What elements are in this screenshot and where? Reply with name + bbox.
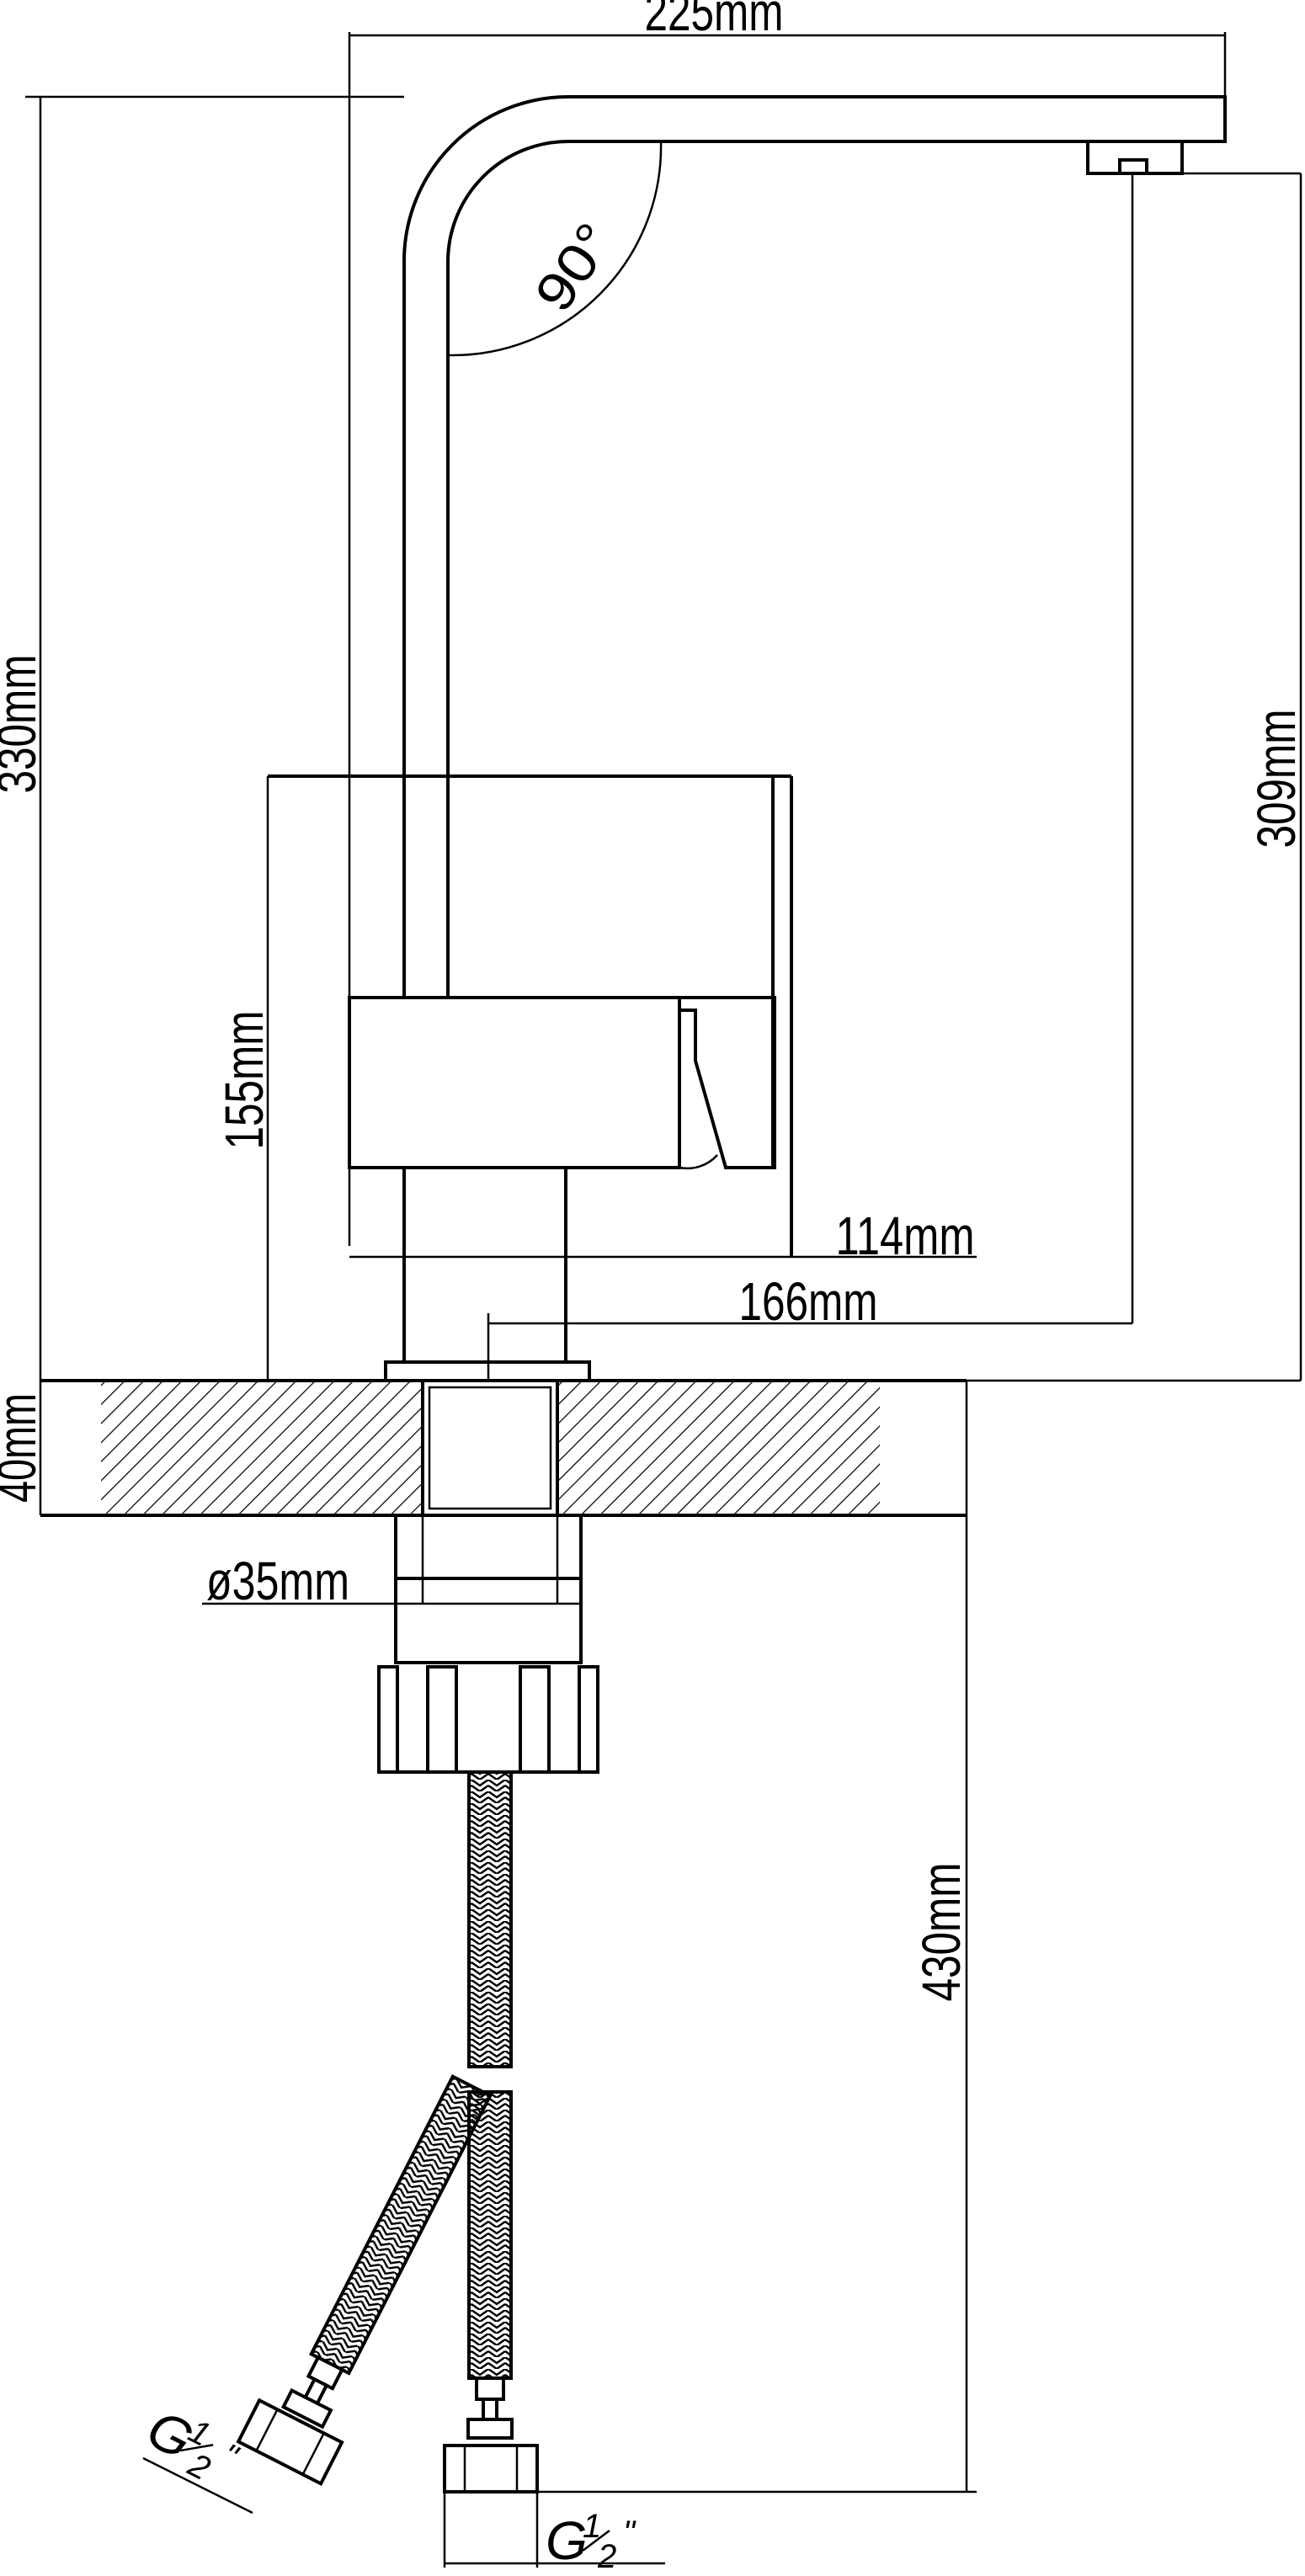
- hose-angled: [236, 2073, 493, 2486]
- thread-right-den: 2: [597, 2538, 616, 2572]
- dim-shank-diameter: ø35mm: [206, 1551, 349, 1611]
- dimension-labels: 225mm 330mm 309mm 155mm 114mm 166mm 40mm…: [0, 0, 1305, 2002]
- dim-top-width: 225mm: [645, 0, 784, 42]
- thread-right-num: 1: [583, 2508, 601, 2545]
- dim-body-depth: 114mm: [836, 1206, 975, 1266]
- dim-spout-height: 309mm: [1246, 710, 1305, 849]
- hose-straight: [443, 1770, 539, 2494]
- thread-right-g: G: [546, 2510, 588, 2571]
- spout: [402, 95, 1227, 998]
- dim-total-height: 330mm: [0, 655, 47, 794]
- thread-left-den: 2: [182, 2446, 216, 2488]
- dim-spout-reach: 166mm: [739, 1271, 878, 1332]
- thread-right-mark: ": [623, 2515, 637, 2552]
- thread-left-mark: ": [216, 2437, 244, 2476]
- mixer-body: [268, 774, 793, 1382]
- angle-label: 90°: [523, 212, 626, 322]
- countertop-section: [40, 1379, 967, 1517]
- dim-hose-length: 430mm: [911, 1863, 972, 2002]
- dimension-lines: [25, 32, 1302, 2568]
- mounting-nut: [377, 1514, 599, 1774]
- thread-label-right: G 1 2 ": [546, 2508, 637, 2575]
- dim-deck-thickness: 40mm: [0, 1393, 47, 1503]
- dim-body-height: 155mm: [214, 1011, 274, 1150]
- thread-label-left: G 1 2 ": [138, 2398, 245, 2488]
